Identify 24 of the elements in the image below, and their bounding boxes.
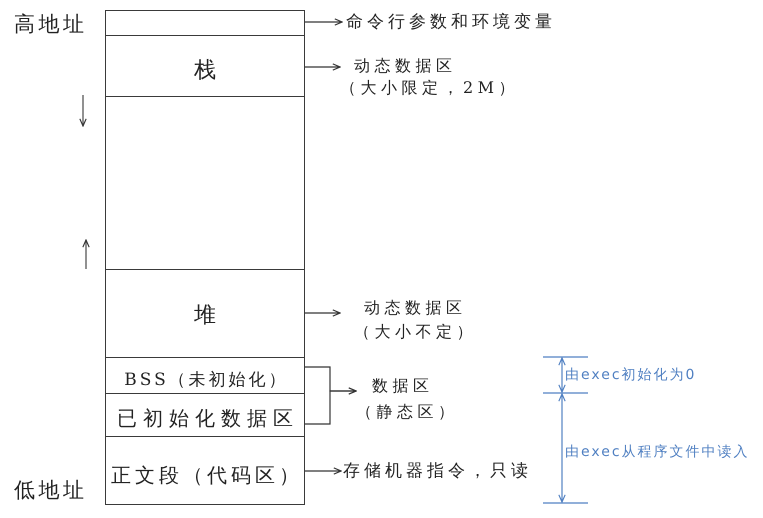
annotation-text: 命令行参数和环境变量	[346, 12, 556, 32]
annotation-text: 动态数据区	[364, 298, 466, 317]
arrow	[305, 63, 341, 71]
annotation-text: 存储机器指令，只读	[343, 461, 532, 481]
memory-segment: 已初始化数据区	[105, 394, 305, 437]
annotation-text: （静态区）	[356, 402, 458, 421]
annotation-text: （大小不定）	[354, 322, 477, 341]
memory-segment	[105, 97, 305, 270]
dimension-label: 由exec从程序文件中读入	[565, 443, 750, 462]
address-label: 低地址	[14, 477, 88, 504]
arrow	[305, 309, 341, 317]
memory-segment: BSS（未初始化）	[105, 358, 305, 394]
arrow	[305, 467, 342, 475]
bracket-arrow	[305, 387, 357, 425]
annotation-text: 数据区	[372, 376, 434, 395]
memory-segment: 栈	[105, 36, 305, 97]
annotation-text: 动态数据区	[354, 56, 456, 75]
memory-segment: 正文段（代码区）	[105, 437, 305, 505]
annotation-text: （大小限定，2M）	[340, 78, 520, 97]
memory-segment	[105, 10, 305, 36]
address-label: 高地址	[14, 11, 88, 38]
memory-segment: 堆	[105, 270, 305, 358]
dimension-label: 由exec初始化为0	[565, 366, 696, 385]
arrow	[305, 18, 343, 26]
